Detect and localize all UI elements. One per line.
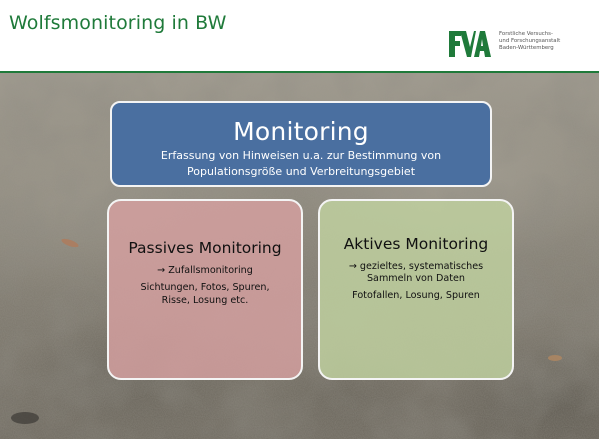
fva-logo-icon [449, 31, 491, 57]
header-divider [0, 71, 599, 73]
passive-heading: Passives Monitoring [128, 239, 282, 257]
logo-line-3: Baden-Württemberg [499, 45, 554, 51]
slide-header: Wolfsmonitoring in BW Forstliche Versuch… [0, 0, 599, 72]
logo-line-1: Forstliche Versuchs- [499, 31, 553, 37]
fva-logo: Forstliche Versuchs- und Forschungsansta… [447, 27, 587, 63]
active-monitoring-box: Aktives Monitoring → gezieltes, systemat… [318, 199, 514, 380]
active-heading: Aktives Monitoring [343, 235, 489, 253]
passive-detail: Sichtungen, Fotos, Spuren, Risse, Losung… [140, 282, 270, 306]
active-detail: Fotofallen, Losung, Spuren [352, 290, 480, 301]
monitoring-description: Erfassung von Hinweisen u.a. zur Bestimm… [160, 149, 442, 178]
fva-logo-text: Forstliche Versuchs- und Forschungsansta… [499, 31, 560, 52]
logo-line-2: und Forschungsanstalt [499, 38, 561, 44]
active-arrow-text: → gezieltes, systematisches Sammeln von … [348, 261, 484, 284]
passive-arrow-text: → Zufallsmonitoring [157, 265, 253, 276]
slide-title: Wolfsmonitoring in BW [9, 12, 227, 34]
passive-monitoring-box: Passives Monitoring → Zufallsmonitoring … [107, 199, 303, 380]
monitoring-heading: Monitoring [233, 117, 369, 146]
monitoring-box: Monitoring Erfassung von Hinweisen u.a. … [110, 101, 492, 187]
